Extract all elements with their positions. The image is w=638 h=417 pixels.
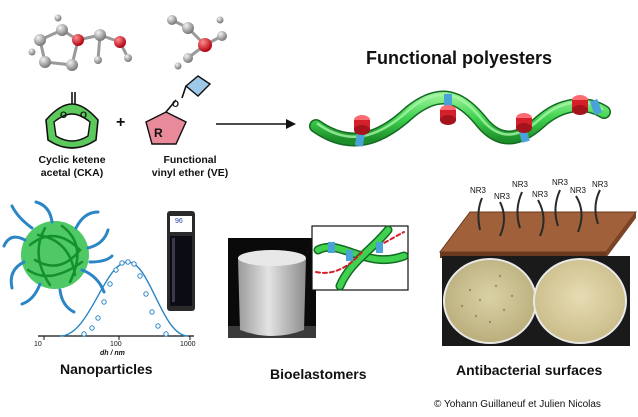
cka-3d-model [38, 28, 130, 67]
svg-text:O: O [172, 99, 179, 109]
tick-label-1000: 1000 [180, 341, 196, 348]
inset-connector [305, 239, 313, 259]
tick-label-100: 100 [110, 341, 122, 348]
ve-label-line1: Functional [163, 154, 217, 166]
cka-3d-atoms [28, 14, 132, 71]
polyester-chain [309, 90, 611, 147]
ve-3d-model [171, 18, 223, 60]
cka-label-line2: acetal (CKA) [40, 167, 104, 179]
antibacterial-label: Antibacterial surfaces [456, 362, 603, 378]
cka-structure: O O [45, 92, 99, 149]
image-credit: © Yohann Guillaneuf et Julien Nicolas [434, 399, 601, 410]
ve-label-line2: vinyl ether (VE) [151, 167, 229, 179]
tick-label-10: 10 [34, 341, 42, 348]
r-group-label: R [154, 126, 163, 140]
bioelastomers-label: Bioelastomers [270, 366, 367, 382]
nanoparticle-aggregate [2, 200, 114, 314]
size-distribution-plot [38, 259, 194, 340]
nr3-label: NR3 [592, 180, 609, 189]
nr3-label: NR3 [552, 178, 569, 187]
pendant-unit [440, 105, 456, 125]
nr3-label: NR3 [512, 180, 529, 189]
reaction-arrow [216, 119, 296, 129]
pendant-unit [572, 95, 588, 115]
vial [167, 211, 195, 311]
nr3-label: NR3 [494, 192, 511, 201]
cka-label-line1: Cyclic ketene [38, 154, 106, 166]
ve-3d-atoms [167, 15, 227, 70]
petri-dishes-photo [442, 256, 630, 346]
ve-structure: O [145, 75, 212, 145]
nr3-label: NR3 [570, 186, 587, 195]
svg-text:O: O [60, 110, 67, 120]
vial-label: 96 [175, 218, 183, 225]
plus-sign: + [116, 114, 126, 131]
nanoparticles-label: Nanoparticles [60, 361, 153, 377]
network-inset [311, 225, 409, 291]
polymer-brushes [477, 189, 601, 237]
svg-text:O: O [80, 110, 87, 120]
nr3-label: NR3 [470, 186, 487, 195]
ve-label: Functional vinyl ether (VE) [140, 154, 240, 180]
x-axis-label: dh / nm [100, 350, 125, 357]
pendant-unit [354, 115, 370, 135]
nr3-label: NR3 [532, 190, 549, 199]
pendant-unit [516, 113, 532, 133]
antibacterial-surface [439, 189, 637, 258]
cka-label: Cyclic ketene acetal (CKA) [22, 154, 122, 180]
bioelastomer-photo [228, 238, 316, 338]
page-title: Functional polyesters [366, 48, 553, 68]
